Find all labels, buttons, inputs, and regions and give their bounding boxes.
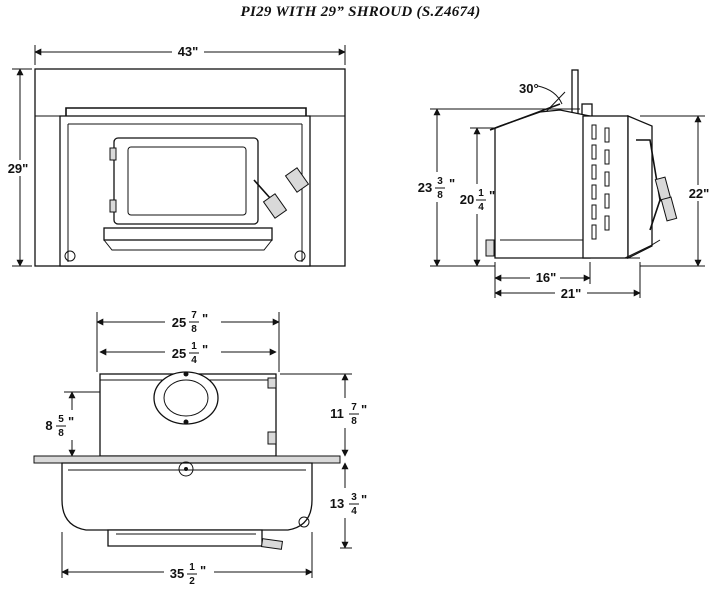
front-depth-denominator: 4 — [351, 506, 357, 517]
overall-depth-label: 21" — [561, 286, 582, 301]
overall-height-denominator: 8 — [437, 190, 443, 201]
front-body — [61, 462, 313, 531]
inner-width-whole: 25 — [172, 346, 186, 361]
outer-width-unit: " — [202, 311, 208, 326]
outer-width-whole: 25 — [172, 315, 186, 330]
front-depth-numerator: 3 — [351, 492, 357, 503]
front-view: 43" 29" — [3, 44, 346, 267]
overall-height-numerator: 3 — [437, 176, 443, 187]
diagram-title: PI29 WITH 29” SHROUD (S.Z4674) — [240, 4, 481, 20]
outer-width-denominator: 8 — [191, 324, 197, 335]
body-height-denominator: 4 — [478, 202, 484, 213]
front-height-label: 29" — [8, 161, 29, 176]
inner-depth-label: 16" — [536, 270, 557, 285]
door-glass — [127, 146, 247, 216]
bottom-width-numerator: 1 — [189, 562, 195, 573]
angle-label: 30° — [519, 81, 539, 96]
left-depth-denominator: 8 — [58, 428, 64, 439]
top-view: 25 7 8 " 25 1 4 " 8 5 8 " — [33, 306, 370, 590]
outer-width-numerator: 7 — [191, 310, 197, 321]
bottom-width-unit: " — [200, 563, 206, 578]
door-frame — [113, 137, 259, 225]
front-width-label: 43" — [178, 44, 199, 59]
right-depth-whole: 11 — [330, 406, 344, 421]
front-depth-whole: 13 — [330, 496, 344, 511]
inner-width-numerator: 1 — [191, 341, 197, 352]
vent-slots — [591, 124, 610, 240]
left-depth-unit: " — [68, 414, 74, 429]
inner-width-denominator: 4 — [191, 355, 197, 366]
body-height-unit: " — [489, 188, 495, 203]
body-height-whole: 20 — [460, 192, 474, 207]
left-depth-whole: 8 — [45, 418, 52, 433]
overall-height-unit: " — [449, 176, 455, 191]
front-depth-unit: " — [361, 492, 367, 507]
right-depth-unit: " — [361, 402, 367, 417]
bottom-width-denominator: 2 — [189, 576, 195, 587]
bottom-width-whole: 35 — [170, 566, 184, 581]
overall-height-whole: 23 — [418, 180, 432, 195]
inner-width-unit: " — [202, 342, 208, 357]
left-depth-numerator: 5 — [58, 414, 64, 425]
side-view: 30° 23 3 8 " 20 1 4 " — [414, 69, 718, 301]
right-depth-denominator: 8 — [351, 416, 357, 427]
right-height-label: 22" — [689, 186, 710, 201]
body-height-numerator: 1 — [478, 188, 484, 199]
right-depth-numerator: 7 — [351, 402, 357, 413]
